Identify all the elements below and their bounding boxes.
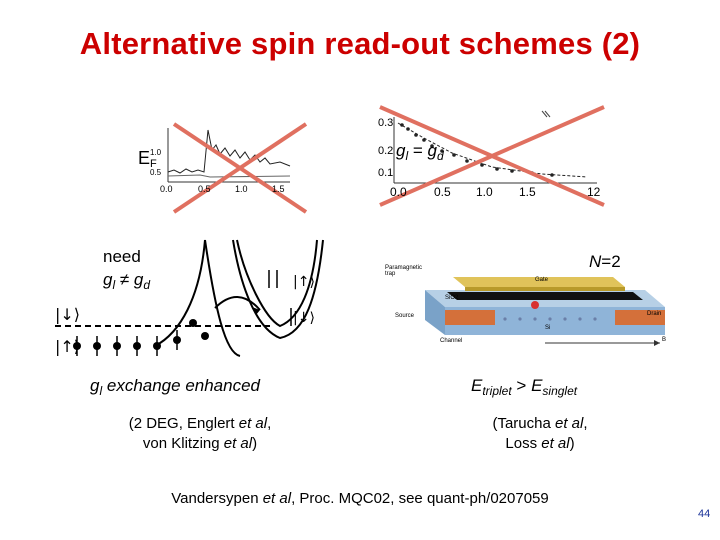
svg-text:|↑⟩: |↑⟩ (55, 337, 80, 356)
top-right-y-tick-2: 0.2 (378, 145, 394, 157)
g-equality-label: gl = gd (396, 141, 444, 163)
energy-inequality-label: Etriplet > Esinglet (471, 376, 578, 398)
top-right-y-tick-1: 0.3 (378, 117, 394, 129)
top-left-y-tick-1: 1.0 (150, 148, 162, 157)
top-right-x-tick-4: 1.5 (519, 185, 536, 199)
label-si: Si (545, 325, 551, 331)
top-right-figure: 0.3 0.2 0.1 0.0 0.5 1.0 1.5 12 gl = gd (372, 105, 612, 210)
top-left-x-tick-2: 0.5 (198, 184, 211, 194)
label-field: B (662, 337, 667, 343)
label-channel: Channel (440, 338, 463, 344)
top-left-x-tick-1: 0.0 (160, 184, 173, 194)
top-left-x-tick-4: 1.5 (272, 184, 285, 194)
left-references: (2 DEG, Englert et al, von Klitzing et a… (128, 415, 272, 452)
slide-title: Alternative spin read-out schemes (2) (79, 26, 641, 61)
top-right-x-tick-1: 0.0 (390, 185, 407, 199)
label-source: Source (395, 313, 415, 319)
top-right-x-tick-3: 1.0 (476, 185, 493, 199)
footer-citation: Vandersypen et al, Proc. MQC02, see quan… (171, 490, 549, 507)
exchange-enhanced-label: gl exchange enhanced (90, 376, 260, 398)
fermi-energy-label: EF (138, 148, 157, 170)
need-label: need gl ≠ gd (103, 247, 151, 292)
device-svg (425, 277, 665, 346)
top-left-x-tick-3: 1.0 (235, 184, 248, 194)
svg-text:|↓⟩: |↓⟩ (293, 310, 315, 326)
top-left-figure: 1.0 0.5 0.0 0.5 1.0 1.5 EF (130, 120, 315, 215)
top-right-y-tick-3: 0.1 (378, 167, 394, 179)
label-oxide: SiO2 (445, 295, 459, 301)
svg-text:|↓⟩: |↓⟩ (55, 305, 80, 324)
svg-text:|↑⟩: |↑⟩ (293, 274, 315, 290)
device-schematic: Paramagnetic trap Gate SiO2 Source Drain… (385, 265, 670, 350)
top-left-plot (167, 122, 308, 214)
label-gate: Gate (535, 277, 549, 283)
top-left-y-tick-2: 0.5 (150, 168, 162, 177)
energy-well-diagram: |↓⟩ |↑⟩ |↑⟩ |↓⟩ (55, 238, 330, 363)
top-right-plot (379, 105, 605, 207)
top-right-x-tick-5: 12 (587, 185, 601, 199)
energy-well-svg: |↓⟩ |↑⟩ |↑⟩ |↓⟩ (55, 239, 324, 357)
top-right-x-tick-2: 0.5 (434, 185, 451, 199)
label-paramagnetic: Paramagnetic trap (385, 265, 423, 277)
page-number: 44 (698, 508, 711, 520)
label-drain: Drain (647, 311, 662, 317)
right-references: (Tarucha et al, Loss et al) (492, 415, 588, 452)
n-equals-label: N=2 (589, 252, 621, 271)
